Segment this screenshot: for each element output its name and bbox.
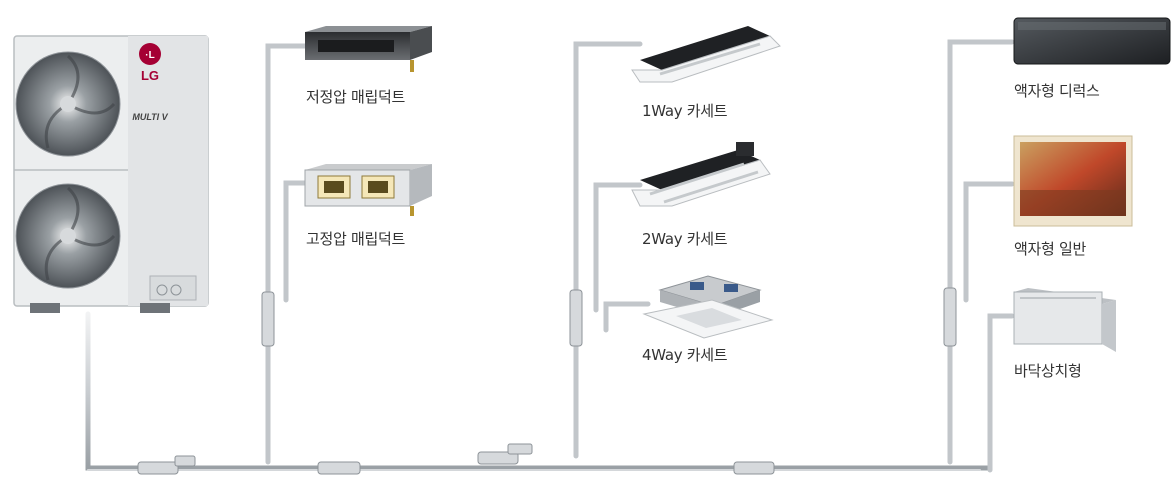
y-branch-fitting xyxy=(507,443,533,455)
label-1way-cassette: 1Way 카세트 xyxy=(642,102,728,120)
label-high-static-duct: 고정압 매립덕트 xyxy=(306,230,405,248)
brand-logo-text: LG xyxy=(141,68,159,83)
branch-pipe-artcool-general xyxy=(963,181,1015,303)
branch-pipe-cassette4 xyxy=(603,301,651,333)
cassette-1way-unit xyxy=(631,26,781,83)
svg-text:·L: ·L xyxy=(145,50,154,61)
branch-pipe-cassette2 xyxy=(593,182,643,313)
label-4way-cassette: 4Way 카세트 xyxy=(642,346,728,364)
branch-pipe-cassette1 xyxy=(573,41,643,459)
high-static-duct-unit xyxy=(304,164,432,216)
y-branch-fitting xyxy=(261,291,275,347)
y-branch-fitting xyxy=(477,451,519,465)
main-pipe-upper xyxy=(85,311,993,471)
floor-standing-unit xyxy=(1013,288,1116,352)
branch-pipe-floor xyxy=(987,313,1015,473)
y-branch-fitting xyxy=(317,461,361,475)
label-2way-cassette: 2Way 카세트 xyxy=(642,230,728,248)
label-artcool-general: 액자형 일반 xyxy=(1014,240,1086,258)
lg-logo-icon xyxy=(139,43,161,65)
branch-pipe-artcool-deluxe xyxy=(947,39,1015,465)
y-branch-fitting xyxy=(943,287,957,347)
y-branch-fitting xyxy=(174,455,196,467)
label-low-static-duct: 저정압 매립덕트 xyxy=(306,88,405,106)
refrigerant-piping xyxy=(85,39,1015,473)
y-branch-fitting xyxy=(733,461,775,475)
artcool-deluxe-unit xyxy=(1013,17,1171,65)
cassette-4way-unit xyxy=(642,275,774,339)
model-badge-text: MULTI V xyxy=(132,112,168,122)
label-floor-standing: 바닥상치형 xyxy=(1014,362,1082,380)
y-branch-fitting xyxy=(137,461,179,475)
branch-pipe-duct2 xyxy=(283,180,308,303)
outdoor-unit: ·L LG MULTI V xyxy=(13,35,209,313)
y-branch-fitting xyxy=(569,289,583,347)
label-artcool-deluxe: 액자형 디럭스 xyxy=(1014,82,1100,100)
artcool-general-unit xyxy=(1013,135,1133,227)
cassette-2way-unit xyxy=(631,142,771,207)
low-static-duct-unit xyxy=(305,26,432,72)
y-branch-fittings xyxy=(137,287,957,475)
